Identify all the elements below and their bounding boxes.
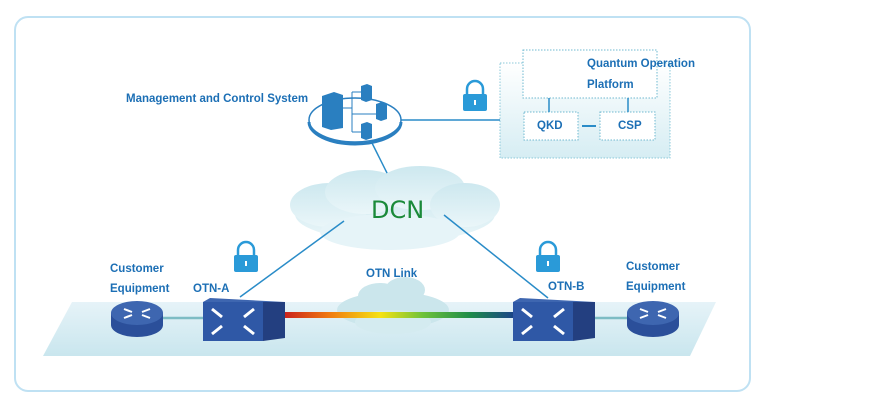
lock-icon	[536, 240, 560, 272]
customer-left-label-line1: Customer	[110, 263, 164, 275]
server-cluster-icon	[307, 84, 403, 146]
customer-left-label-line2: Equipment	[110, 283, 170, 295]
dcn-to-otn-a-line	[239, 220, 345, 298]
otn-switch-icon	[203, 298, 285, 341]
dcn-to-otn-b-line	[443, 214, 549, 299]
otn-a-label: OTN-A	[193, 283, 230, 295]
quantum-operation-box	[522, 49, 658, 99]
qkd-label: QKD	[537, 120, 563, 132]
otn-switch-icon	[513, 298, 595, 341]
management-system-label: Management and Control System	[126, 93, 309, 105]
customer-right-label-line2: Equipment	[626, 281, 686, 293]
otn-link-label: OTN Link	[366, 268, 418, 280]
router-icon	[627, 301, 679, 337]
otn-b-label: OTN-B	[548, 281, 585, 293]
quantum-platform-label-line1: Quantum Operation	[587, 58, 695, 70]
dcn-cloud-icon	[290, 166, 500, 250]
lock-icon	[234, 240, 258, 272]
customer-right-label-line1: Customer	[626, 261, 680, 273]
quantum-platform-label-line2: Platform	[587, 79, 634, 91]
dcn-label: DCN	[371, 196, 425, 224]
csp-label: CSP	[618, 120, 642, 132]
router-icon	[111, 301, 163, 337]
lock-icon	[463, 79, 487, 111]
qkd-box	[523, 111, 579, 141]
otn-link-line	[282, 312, 517, 318]
